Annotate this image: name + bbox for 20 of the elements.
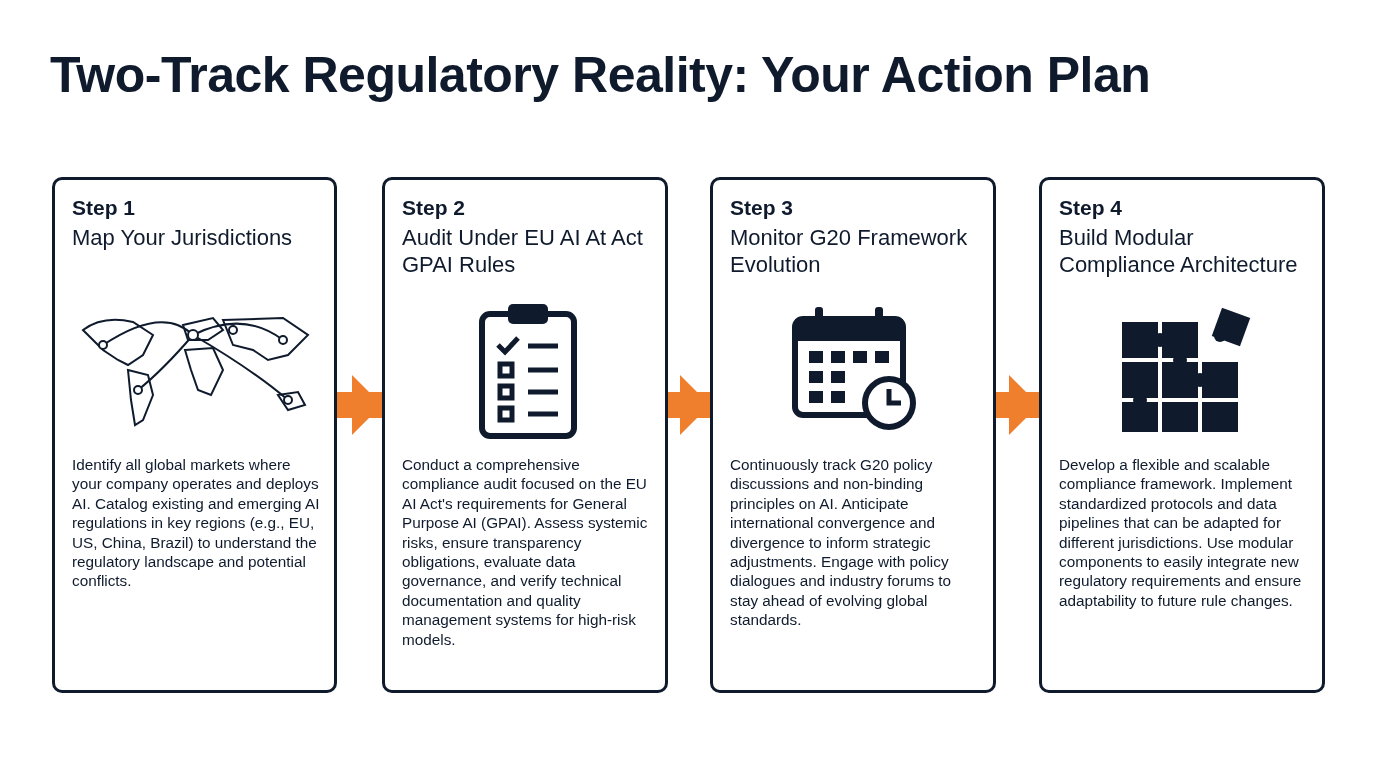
step-card — [710, 177, 996, 693]
arrow — [337, 375, 382, 435]
step-number: Step 3 — [730, 196, 794, 220]
step-number: Step 2 — [402, 196, 466, 220]
arrow — [668, 375, 710, 435]
step-description: Conduct a comprehensive compliance audit focused on the EU AI Act's requirements for General Purpose AI (GPAI). Assess systemic risks, ensure transparency obligations, evaluate data governance, and verify technical documentation and quality management systems for high-risk models. — [402, 455, 649, 650]
step-heading: Map Your Jurisdictions — [72, 224, 294, 251]
step-description: Continuously track G20 policy discussions and non-binding principles on AI. Anticipate international convergence and divergence to inform strategic adjustments. Engage with policy dialogues and industry forums to stay ahead of evolving global standards. — [730, 455, 953, 630]
step-heading: Audit Under EU AI At Act GPAI Rules — [402, 224, 644, 278]
step-heading: Build Modular Compliance Architecture — [1059, 224, 1299, 278]
step-heading: Monitor G20 Framework Evolution — [730, 224, 969, 278]
title: Two-Track Regulatory Reality: Your Action Plan — [50, 46, 1151, 104]
step-card — [52, 177, 337, 693]
step-card — [382, 177, 668, 693]
step-card — [1039, 177, 1325, 693]
arrow — [996, 375, 1039, 435]
step-number: Step 1 — [72, 196, 136, 220]
step-description: Identify all global markets where your company operates and deploys AI. Catalog existing and emerging AI regulations in key regions (e.g., EU, US, China, Brazil) to understand the regulatory landscape and potential conflicts. — [72, 455, 321, 591]
step-number: Step 4 — [1059, 196, 1123, 220]
step-description: Develop a flexible and scalable compliance framework. Implement standardized protocols and data pipelines that can be adapted for different jurisdictions. Use modular components to easily integrate new regulatory requirements and ensure adaptability to future rule changes. — [1059, 455, 1303, 611]
